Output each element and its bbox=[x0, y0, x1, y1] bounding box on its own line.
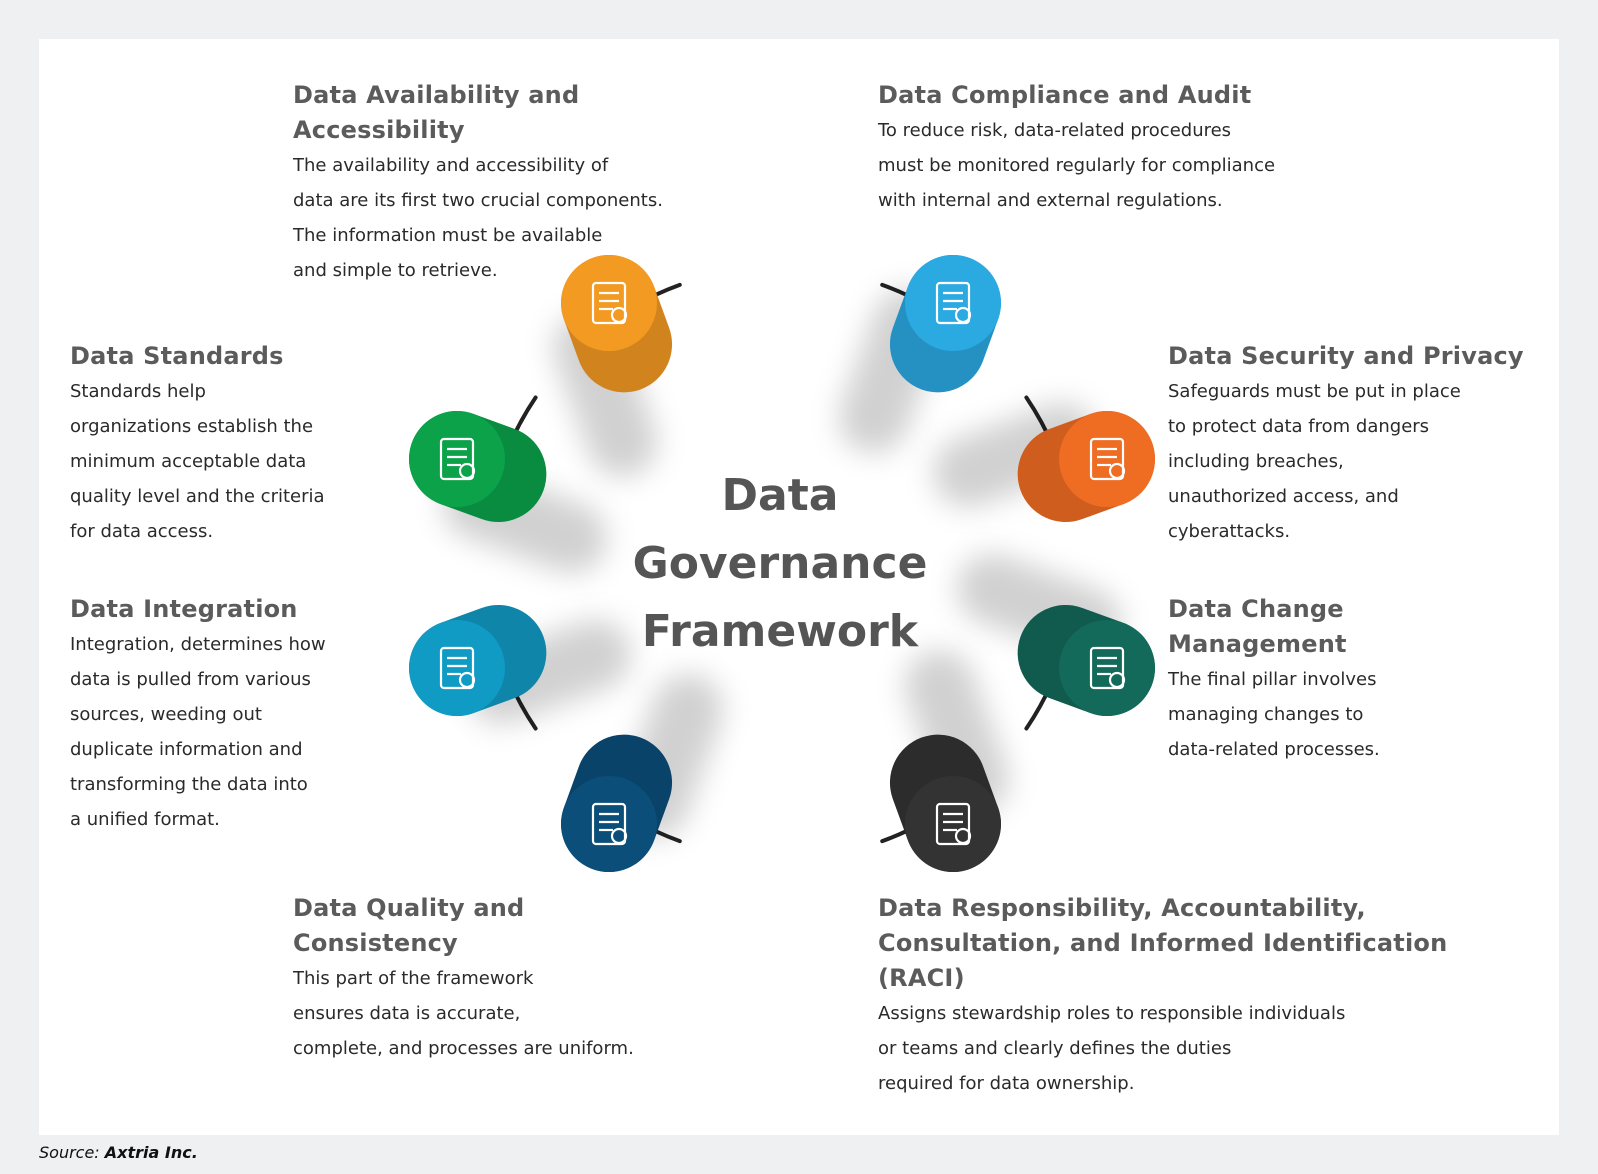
shield-lock-icon bbox=[1077, 429, 1137, 489]
pillar-text: minimum acceptable data bbox=[70, 451, 307, 472]
pillar-standards: Data Standards Standards help organizatio… bbox=[70, 339, 390, 549]
pillar-heading: Data Responsibility, Accountability, Con… bbox=[878, 894, 1448, 992]
pillar-text: duplicate information and bbox=[70, 739, 303, 760]
cylinder-face bbox=[1059, 620, 1155, 716]
pillar-text: for data access. bbox=[70, 521, 214, 542]
pillar-text: Standards help bbox=[70, 381, 206, 402]
pillar-text: Assigns stewardship roles to responsible… bbox=[878, 1003, 1346, 1024]
database-sync-icon bbox=[1077, 638, 1137, 698]
pillar-text: must be monitored regularly for complian… bbox=[878, 155, 1276, 176]
pillar-text: To reduce risk, data-related procedures bbox=[878, 120, 1232, 141]
center-title: Data Governance Framework bbox=[580, 462, 980, 666]
pillar-text: a unified format. bbox=[70, 809, 220, 830]
cylinder-face bbox=[905, 776, 1001, 872]
pillar-text: quality level and the criteria bbox=[70, 486, 325, 507]
source-value: Axtria Inc. bbox=[104, 1143, 198, 1162]
report-search-icon bbox=[923, 273, 983, 333]
cylinder-face bbox=[409, 620, 505, 716]
pillar-heading: Data Security and Privacy bbox=[1168, 342, 1524, 370]
pillar-text: cyberattacks. bbox=[1168, 521, 1291, 542]
pillar-change-management: Data Change Management The final pillar … bbox=[1168, 592, 1448, 767]
pillar-text: and simple to retrieve. bbox=[293, 260, 498, 281]
pillar-text: ensures data is accurate, bbox=[293, 1003, 521, 1024]
cylinder-face bbox=[561, 776, 657, 872]
pillar-text: data-related processes. bbox=[1168, 739, 1380, 760]
source-note: Source: Axtria Inc. bbox=[39, 1143, 198, 1162]
cylinder-face bbox=[561, 255, 657, 351]
pillar-text: with internal and external regulations. bbox=[878, 190, 1223, 211]
cylinder-face bbox=[905, 255, 1001, 351]
pillar-integration: Data Integration Integration, determines… bbox=[70, 592, 390, 837]
pillar-heading: Data Availability and Accessibility bbox=[293, 81, 580, 144]
pillar-text: Integration, determines how bbox=[70, 634, 326, 655]
pillar-heading: Data Compliance and Audit bbox=[878, 81, 1252, 109]
pillar-security: Data Security and Privacy Safeguards mus… bbox=[1168, 339, 1558, 549]
pillar-heading: Data Standards bbox=[70, 342, 284, 370]
checklist-award-icon bbox=[427, 429, 487, 489]
source-label: Source: bbox=[39, 1143, 100, 1162]
pillar-availability: Data Availability and Accessibility The … bbox=[293, 78, 743, 288]
pillar-text: This part of the framework bbox=[293, 968, 534, 989]
pillar-text: data is pulled from various bbox=[70, 669, 311, 690]
pillar-text: unauthorized access, and bbox=[1168, 486, 1399, 507]
pillar-text: required for data ownership. bbox=[878, 1073, 1135, 1094]
pillar-text: The availability and accessibility of bbox=[293, 155, 609, 176]
pillar-text: The final pillar involves bbox=[1168, 669, 1377, 690]
pillar-heading: Data Quality and Consistency bbox=[293, 894, 525, 957]
pillar-text: sources, weeding out bbox=[70, 704, 262, 725]
pillar-text: organizations establish the bbox=[70, 416, 314, 437]
pillar-text: Safeguards must be put in place bbox=[1168, 381, 1461, 402]
pillar-text: to protect data from dangers bbox=[1168, 416, 1430, 437]
title-line: Data bbox=[721, 470, 839, 521]
cylinder-face bbox=[409, 411, 505, 507]
pillar-text: data are its first two crucial component… bbox=[293, 190, 663, 211]
pillar-quality: Data Quality and Consistency This part o… bbox=[293, 891, 713, 1066]
pillar-text: or teams and clearly defines the duties bbox=[878, 1038, 1232, 1059]
pillar-heading: Data Change Management bbox=[1168, 595, 1347, 658]
pillar-compliance: Data Compliance and Audit To reduce risk… bbox=[878, 78, 1358, 218]
user-settings-icon bbox=[923, 794, 983, 854]
quality-database-icon bbox=[579, 794, 639, 854]
title-line: Framework bbox=[641, 606, 919, 657]
infographic-card bbox=[39, 39, 1559, 1135]
pillar-raci: Data Responsibility, Accountability, Con… bbox=[878, 891, 1478, 1101]
pillar-text: managing changes to bbox=[1168, 704, 1364, 725]
pillar-text: complete, and processes are uniform. bbox=[293, 1038, 634, 1059]
title-line: Governance bbox=[632, 538, 928, 589]
pillar-text: transforming the data into bbox=[70, 774, 308, 795]
pillar-text: including breaches, bbox=[1168, 451, 1344, 472]
pillar-heading: Data Integration bbox=[70, 595, 298, 623]
cylinder-face bbox=[1059, 411, 1155, 507]
pillar-text: The information must be available bbox=[293, 225, 603, 246]
data-access-icon bbox=[579, 273, 639, 333]
database-gears-icon bbox=[427, 638, 487, 698]
